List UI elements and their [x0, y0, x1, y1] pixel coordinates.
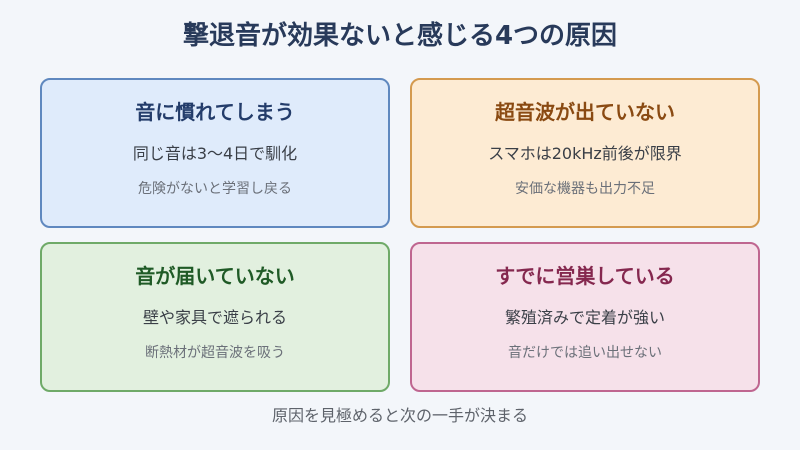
cause-detail: 繁殖済みで定着が強い — [504, 308, 665, 327]
cause-note: 安価な機器も出力不足 — [515, 181, 655, 197]
cause-note: 音だけでは追い出せない — [508, 345, 662, 361]
cause-note: 危険がないと学習し戻る — [138, 181, 292, 197]
cause-note: 断熱材が超音波を吸う — [145, 345, 285, 361]
cause-detail: 壁や家具で遮られる — [142, 308, 287, 327]
cause-heading: 音が届いていない — [135, 264, 295, 288]
cause-detail: 同じ音は3〜4日で馴化 — [132, 144, 298, 163]
cause-heading: 音に慣れてしまう — [135, 100, 295, 124]
cause-heading: 超音波が出ていない — [495, 100, 675, 124]
diagram-title: 撃退音が効果ないと感じる4つの原因 — [182, 21, 618, 51]
cause-detail: スマホは20kHz前後が限界 — [488, 144, 682, 163]
cause-heading: すでに営巣している — [495, 264, 675, 288]
cause-card-no-ultrasound: 超音波が出ていない スマホは20kHz前後が限界 安価な機器も出力不足 — [410, 78, 760, 228]
footer-caption: 原因を見極めると次の一手が決まる — [271, 406, 528, 425]
cause-card-habituation: 音に慣れてしまう 同じ音は3〜4日で馴化 危険がないと学習し戻る — [40, 78, 390, 228]
cause-card-already-nesting: すでに営巣している 繁殖済みで定着が強い 音だけでは追い出せない — [410, 242, 760, 392]
cause-card-not-reaching: 音が届いていない 壁や家具で遮られる 断熱材が超音波を吸う — [40, 242, 390, 392]
